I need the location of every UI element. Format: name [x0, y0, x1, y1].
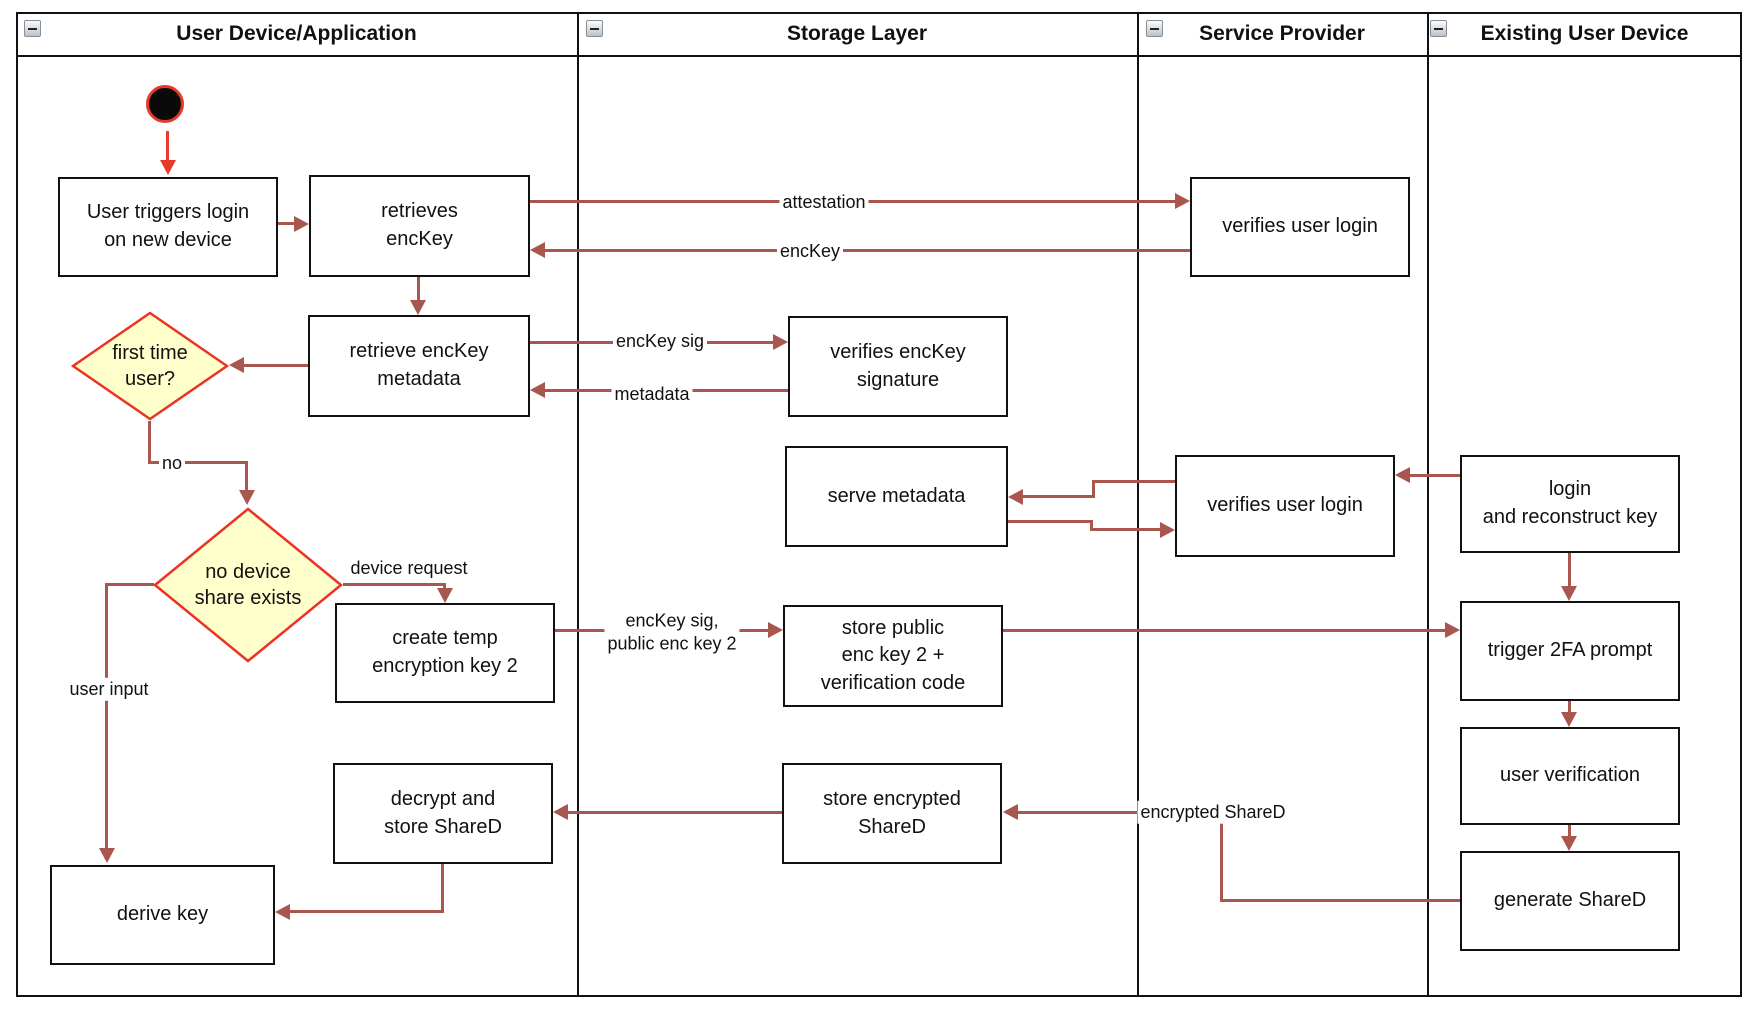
arrow-encrypted-shared	[1018, 811, 1222, 814]
diamond-shape-icon	[71, 311, 229, 421]
arrowhead-icon	[1561, 586, 1577, 601]
arrow-encrypted-shared	[1220, 812, 1223, 901]
arrow-device-request	[343, 583, 446, 586]
collapse-icon[interactable]	[586, 20, 603, 37]
arrow-2fa-to-verification	[1568, 701, 1571, 713]
activity-verifies-user-login-top[interactable]: verifies user login	[1190, 177, 1410, 277]
arrowhead-icon	[437, 588, 453, 603]
header-divider	[16, 55, 1742, 57]
arrow-verify-to-serve	[1092, 480, 1175, 483]
arrowhead-icon	[1395, 467, 1410, 483]
edge-label-attestation: attestation	[779, 190, 869, 214]
edge-label-no: no	[158, 451, 186, 475]
arrowhead-icon	[229, 357, 244, 373]
start-node[interactable]	[146, 85, 184, 123]
arrow-retrieves-to-metadata	[417, 277, 420, 302]
arrowhead-icon	[768, 622, 783, 638]
activity-serve-metadata[interactable]: serve metadata	[785, 446, 1008, 547]
arrow-start-to-user-triggers	[166, 131, 169, 161]
arrowhead-icon	[1561, 836, 1577, 851]
arrowhead-icon	[275, 904, 290, 920]
arrow-metadata-to-decision	[244, 364, 308, 367]
arrowhead-icon	[294, 216, 309, 232]
lane-separator	[1427, 12, 1429, 997]
collapse-icon[interactable]	[24, 20, 41, 37]
arrowhead-icon	[239, 490, 255, 505]
activity-decrypt-store-shared[interactable]: decrypt and store ShareD	[333, 763, 553, 864]
arrow-decrypt-to-derive	[441, 864, 444, 913]
activity-store-encrypted-shared[interactable]: store encrypted ShareD	[782, 763, 1002, 864]
decision-first-time-user[interactable]: first time user?	[71, 311, 229, 421]
arrowhead-icon	[773, 334, 788, 350]
minus-icon	[590, 27, 599, 30]
collapse-icon[interactable]	[1146, 20, 1163, 37]
lane-separator	[1137, 12, 1139, 997]
collapse-icon[interactable]	[1430, 20, 1447, 37]
arrowhead-icon	[160, 160, 176, 175]
arrowhead-icon	[530, 382, 545, 398]
minus-icon	[1150, 27, 1159, 30]
lane-header-service-provider: Service Provider	[1199, 22, 1365, 45]
arrowhead-icon	[1175, 193, 1190, 209]
edge-label-enckey-sig-public: encKey sig, public enc key 2	[604, 609, 740, 655]
arrowhead-icon	[553, 804, 568, 820]
arrowhead-icon	[1561, 712, 1577, 727]
arrow-no-path	[148, 461, 248, 464]
arrow-verify-to-serve	[1092, 480, 1095, 498]
edge-label-device-request: device request	[347, 556, 471, 580]
arrowhead-icon	[1003, 804, 1018, 820]
arrow-login-to-2fa	[1568, 553, 1571, 587]
arrow-user-input	[106, 583, 154, 586]
decision-no-device-share-exists[interactable]: no device share exists	[153, 507, 343, 663]
arrow-serve-to-verify	[1008, 520, 1093, 523]
arrowhead-icon	[530, 242, 545, 258]
arrow-triggers-to-retrieves	[278, 222, 296, 225]
activity-create-temp-encryption-key[interactable]: create temp encryption key 2	[335, 603, 555, 703]
edge-label-metadata: metadata	[611, 382, 693, 406]
arrow-device-request	[443, 583, 446, 591]
edge-label-encrypted-shared: encrypted ShareD	[1137, 800, 1289, 824]
activity-verifies-user-login-mid[interactable]: verifies user login	[1175, 455, 1395, 557]
activity-generate-shared[interactable]: generate ShareD	[1460, 851, 1680, 951]
arrow-no-path	[148, 421, 151, 464]
activity-verifies-enckey-signature[interactable]: verifies encKey signature	[788, 316, 1008, 417]
arrow-login-to-verify	[1410, 474, 1460, 477]
arrow-encrypted-shared	[1220, 899, 1460, 902]
minus-icon	[1434, 27, 1443, 30]
activity-retrieves-enckey[interactable]: retrieves encKey	[309, 175, 530, 277]
arrow-no-path	[245, 461, 248, 492]
activity-derive-key[interactable]: derive key	[50, 865, 275, 965]
arrowhead-icon	[410, 300, 426, 315]
arrow-serve-to-verify	[1090, 520, 1093, 531]
arrow-serve-to-verify	[1090, 528, 1160, 531]
lane-header-storage-layer: Storage Layer	[786, 22, 928, 45]
arrow-verify-to-serve	[1023, 495, 1094, 498]
activity-user-verification[interactable]: user verification	[1460, 727, 1680, 825]
arrowhead-icon	[1160, 522, 1175, 538]
pool-frame	[16, 12, 1742, 997]
edge-label-enckey: encKey	[776, 239, 844, 263]
lane-header-existing-user-device: Existing User Device	[1480, 22, 1689, 45]
arrow-user-input	[105, 583, 108, 849]
arrow-enckey	[545, 249, 1190, 252]
diamond-shape-icon	[153, 507, 343, 663]
lane-separator	[577, 12, 579, 997]
activity-login-reconstruct-key[interactable]: login and reconstruct key	[1460, 455, 1680, 553]
edge-label-enckey-sig: encKey sig	[612, 329, 708, 353]
arrow-store-public-to-2fa	[1003, 629, 1447, 632]
arrowhead-icon	[1008, 489, 1023, 505]
minus-icon	[28, 27, 37, 30]
activity-retrieve-enckey-metadata[interactable]: retrieve encKey metadata	[308, 315, 530, 417]
arrowhead-icon	[99, 848, 115, 863]
activity-store-public-enc-key[interactable]: store public enc key 2 + verification co…	[783, 605, 1003, 707]
activity-user-triggers-login[interactable]: User triggers login on new device	[58, 177, 278, 277]
arrow-store-to-decrypt	[568, 811, 782, 814]
arrow-decrypt-to-derive	[290, 910, 444, 913]
arrowhead-icon	[1445, 622, 1460, 638]
arrow-verification-to-generate	[1568, 825, 1571, 837]
edge-label-user-input: user input	[66, 677, 152, 701]
lane-header-user-device: User Device/Application	[176, 22, 417, 45]
activity-trigger-2fa-prompt[interactable]: trigger 2FA prompt	[1460, 601, 1680, 701]
